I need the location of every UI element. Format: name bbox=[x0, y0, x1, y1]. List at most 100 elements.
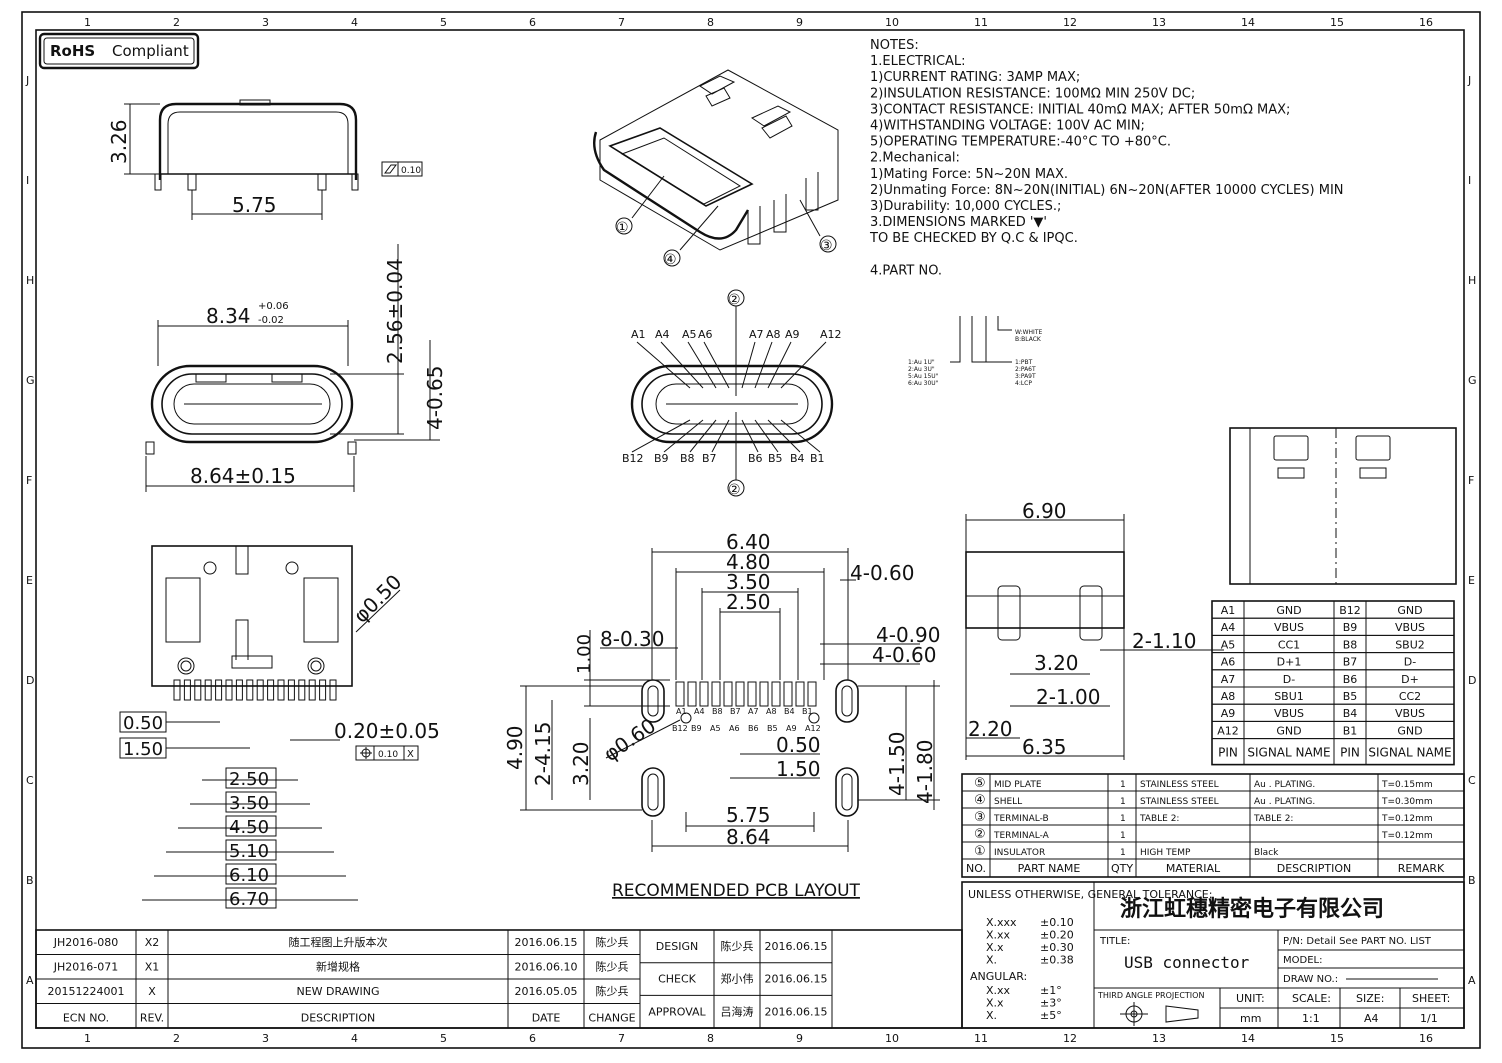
pcb-pad bbox=[723, 681, 733, 707]
tol-box-value: 0.10 bbox=[378, 750, 398, 760]
pin-table-header-cell: PIN bbox=[1340, 746, 1360, 760]
pin-table-cell: GND bbox=[1276, 724, 1301, 737]
bottom-pin bbox=[235, 679, 243, 701]
zone-col-label: 10 bbox=[885, 16, 899, 29]
revision-cell: NEW DRAWING bbox=[296, 985, 379, 998]
pin-table-cell: VBUS bbox=[1274, 707, 1304, 720]
bom-cell: STAINLESS STEEL bbox=[1140, 797, 1219, 807]
pcb-pad-count: 8-0.30 bbox=[600, 627, 664, 651]
pin-leader bbox=[687, 341, 717, 389]
zone-col-label: 10 bbox=[885, 1032, 899, 1045]
sheet-label: SHEET: bbox=[1412, 992, 1450, 1005]
pcb-bottom-1: 8.64 bbox=[726, 825, 771, 849]
zone-row-label: G bbox=[1468, 374, 1477, 387]
pin-leader bbox=[767, 419, 801, 453]
pin-table-frame bbox=[1211, 600, 1455, 766]
approval-cell: 2016.06.15 bbox=[765, 973, 828, 986]
note-line: 3)Durability: 10,000 CYCLES.; bbox=[870, 199, 1061, 214]
pin-leader bbox=[741, 341, 756, 389]
bom-cell: ① bbox=[974, 844, 986, 859]
pin-table-cell: CC1 bbox=[1278, 638, 1300, 651]
note-line: 1)CURRENT RATING: 3AMP MAX; bbox=[870, 70, 1080, 85]
zone-row-label: I bbox=[1468, 174, 1471, 187]
scale-value: 1:1 bbox=[1302, 1012, 1320, 1025]
zone-col-label: 8 bbox=[707, 1032, 714, 1045]
pin-label-top: A1 bbox=[631, 328, 646, 341]
pcb-pad bbox=[711, 681, 721, 707]
pin-leader bbox=[780, 341, 827, 389]
zone-col-label: 11 bbox=[974, 1032, 988, 1045]
dim-bottom: 8.64±0.15 bbox=[190, 464, 296, 488]
balloon-1: ① bbox=[616, 220, 629, 236]
pin-label-bottom: B12 bbox=[622, 452, 644, 465]
pin-leader bbox=[660, 341, 704, 389]
pin-table-cell: A5 bbox=[1221, 638, 1236, 651]
pcb-pad-label: B12 bbox=[672, 724, 688, 733]
zone-col-label: 15 bbox=[1330, 1032, 1344, 1045]
pin-label-top: A5 bbox=[682, 328, 697, 341]
pn-material-code: 2:PA6T bbox=[1015, 366, 1036, 373]
balloon-4: ④ bbox=[664, 252, 677, 268]
zone-col-label: 14 bbox=[1241, 16, 1255, 29]
pcb-pad-label: B1 bbox=[802, 707, 813, 716]
stack-dim-value: 6.10 bbox=[229, 865, 269, 886]
dim-width-bottom: 1.50 bbox=[123, 739, 163, 760]
revision-header-cell: ECN NO. bbox=[63, 1012, 109, 1025]
pcb-pad bbox=[735, 681, 745, 707]
revision-cell: 陈少兵 bbox=[596, 960, 629, 974]
tol-angular-key: X.x bbox=[986, 997, 1004, 1010]
pcb-left-1: 2-4.15 bbox=[531, 722, 555, 786]
zone-col-label: 3 bbox=[262, 1032, 269, 1045]
zone-col-label: 1 bbox=[84, 1032, 91, 1045]
note-line: 3.DIMENSIONS MARKED '▼' bbox=[870, 215, 1047, 230]
pin-table-cell: VBUS bbox=[1274, 621, 1304, 634]
pin-leader bbox=[689, 419, 717, 453]
pin-label-top: A6 bbox=[698, 328, 713, 341]
bom-cell: TERMINAL-A bbox=[993, 831, 1050, 841]
stack-dim-value: 4.50 bbox=[229, 817, 269, 838]
bottom-pin bbox=[287, 679, 295, 701]
dim-pitch: 0.50 bbox=[123, 713, 163, 734]
approval-cell: 吕海涛 bbox=[721, 1004, 754, 1018]
approval-cell: CHECK bbox=[658, 973, 697, 986]
pin-table-cell: B8 bbox=[1343, 638, 1358, 651]
bottom-pin bbox=[204, 679, 212, 701]
bom-cell: 1 bbox=[1120, 848, 1126, 858]
sv-d2: 3.20 bbox=[1034, 651, 1079, 675]
bom-cell: ④ bbox=[974, 793, 986, 808]
revision-header-cell: DATE bbox=[532, 1012, 561, 1025]
tol-linear-value: ±0.20 bbox=[1040, 929, 1074, 942]
bom-cell: ⑤ bbox=[974, 776, 986, 791]
title-block: UNLESS OTHERWISE, GENERAL TOLERANCE: X.x… bbox=[961, 881, 1465, 1029]
zone-row-label: H bbox=[1468, 274, 1476, 287]
zone-row-label: E bbox=[1468, 574, 1475, 587]
stack-dim-value: 2.50 bbox=[229, 769, 269, 790]
pin-table-cell: B9 bbox=[1343, 621, 1358, 634]
pn-color-code: W:WHITE bbox=[1015, 329, 1042, 336]
revision-header-cell: DESCRIPTION bbox=[301, 1012, 375, 1025]
rohs-bold: RoHS bbox=[50, 42, 95, 60]
pin-table-cell: A12 bbox=[1217, 724, 1239, 737]
pin-table-cell: GND bbox=[1397, 604, 1422, 617]
pin-label-top: A4 bbox=[655, 328, 670, 341]
revision-cell: X1 bbox=[145, 961, 160, 974]
pcb-pad-label: A6 bbox=[729, 724, 740, 733]
note-line: NOTES: bbox=[870, 38, 919, 53]
pin-table-cell: CC2 bbox=[1399, 690, 1421, 703]
outer-border bbox=[21, 11, 1481, 1049]
pin-leader bbox=[754, 419, 779, 453]
zone-col-label: 1 bbox=[84, 16, 91, 29]
pn-material-code: 4:LCP bbox=[1015, 380, 1032, 387]
zone-row-label: H bbox=[26, 274, 34, 287]
bom-cell: MID PLATE bbox=[994, 780, 1042, 790]
approval-cell: DESIGN bbox=[656, 940, 698, 953]
bottom-pin bbox=[298, 679, 306, 701]
flatness-value: 0.10 bbox=[401, 166, 421, 176]
tol-angular-value: ±5° bbox=[1040, 1009, 1062, 1022]
tol-angular-key: X.xx bbox=[986, 984, 1011, 997]
pin-label-bottom: B7 bbox=[702, 452, 717, 465]
bom-cell: STAINLESS STEEL bbox=[1140, 780, 1219, 790]
zone-col-label: 5 bbox=[440, 1032, 447, 1045]
